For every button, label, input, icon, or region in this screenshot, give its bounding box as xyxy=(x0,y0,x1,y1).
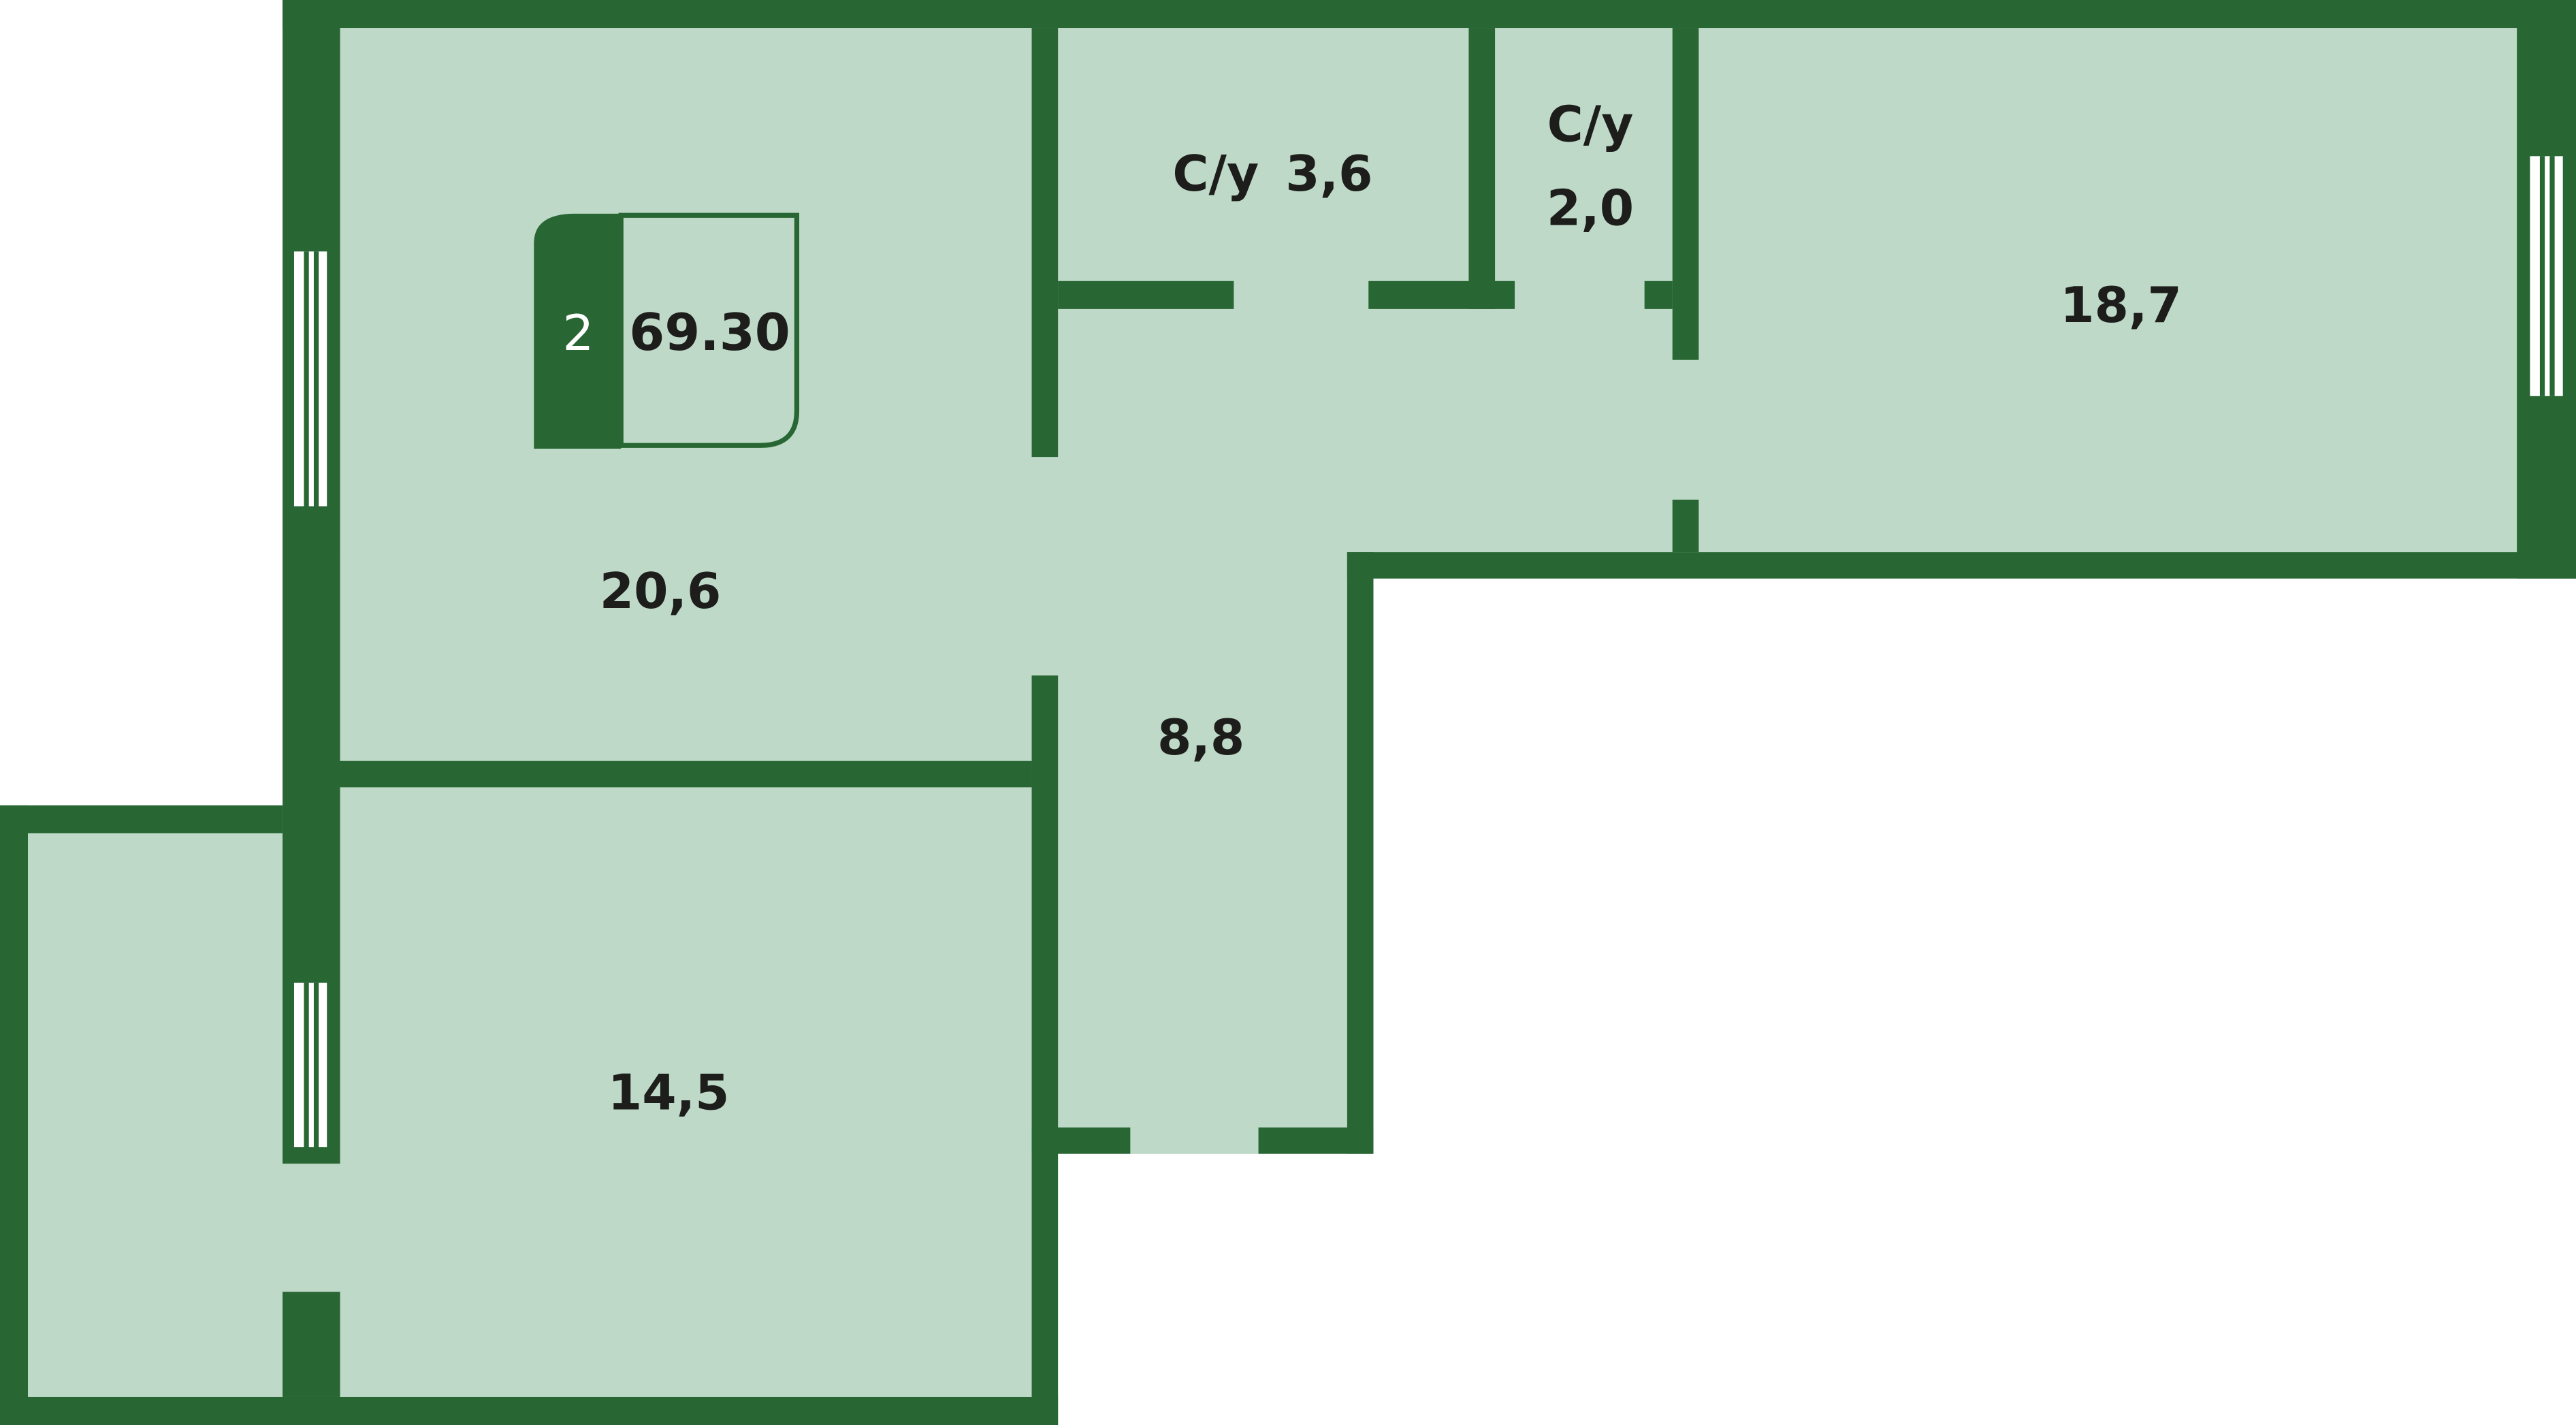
bathroom2-area: 2,0 xyxy=(1547,180,1634,238)
floor-areas xyxy=(28,28,2517,1397)
bathroom1-label: С/у xyxy=(1172,146,1259,203)
total-area: 69.30 xyxy=(629,303,790,362)
window-left-top xyxy=(293,251,327,507)
room-area-hall: 8,8 xyxy=(1157,709,1244,767)
window-right xyxy=(2530,156,2563,396)
bathroom2-label: С/у xyxy=(1547,97,1634,154)
room-count: 2 xyxy=(562,305,594,362)
window-left-bottom xyxy=(293,982,327,1148)
bathroom1-area: 3,6 xyxy=(1285,146,1372,203)
room-area-right: 18,7 xyxy=(2060,277,2182,334)
apartment-badge: 2 69.30 xyxy=(534,212,800,449)
room-area-bedroom: 14,5 xyxy=(608,1064,730,1121)
room-area-living: 20,6 xyxy=(600,563,722,620)
